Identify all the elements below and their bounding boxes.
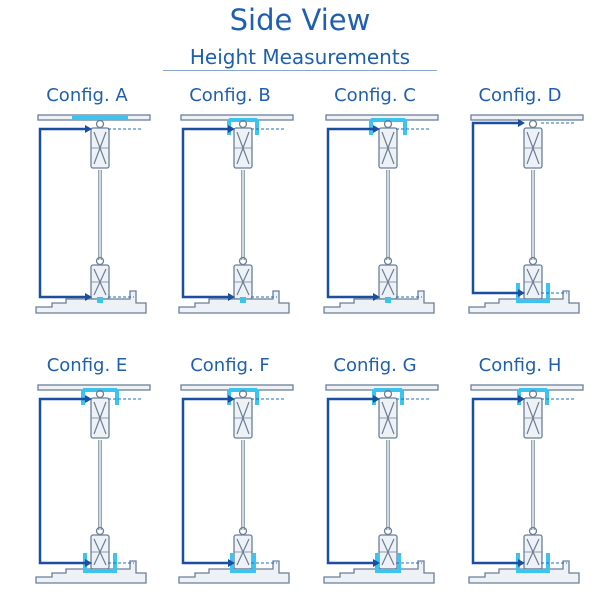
- height-measure-line: [38, 397, 88, 565]
- config-diagram: [178, 114, 294, 314]
- height-measure-line: [471, 397, 521, 565]
- top-hanger: [378, 389, 398, 439]
- page-title: Side View: [229, 3, 371, 37]
- arrowhead-bottom: [373, 559, 380, 567]
- config-panel: Config. D: [455, 85, 585, 330]
- config-label: Config. H: [478, 355, 562, 376]
- top-hanger: [233, 389, 253, 439]
- config-panel: Config. C: [310, 85, 440, 330]
- arrowhead-bottom: [228, 293, 235, 301]
- top-hanger: [233, 119, 253, 169]
- config-label: Config. B: [189, 85, 271, 106]
- config-label: Config. G: [333, 355, 417, 376]
- bottom-pin-highlight: [240, 297, 246, 303]
- config-diagram: [468, 114, 584, 314]
- arrowhead-bottom: [228, 559, 235, 567]
- height-measure-line: [326, 127, 376, 299]
- arrowhead-top: [228, 395, 235, 403]
- arrowhead-bottom: [85, 293, 92, 301]
- arrowhead-top: [228, 125, 235, 133]
- arrowhead-top: [85, 125, 92, 133]
- height-measure-line: [38, 127, 88, 299]
- bottom-hanger: [233, 526, 253, 570]
- height-measure-line: [181, 127, 231, 299]
- config-panel: Config. E: [22, 355, 152, 600]
- config-panel: Config. A: [22, 85, 152, 330]
- arrowhead-top: [85, 395, 92, 403]
- ceiling-plate: [470, 114, 584, 121]
- top-hanger: [378, 119, 398, 169]
- config-label: Config. A: [46, 85, 128, 106]
- height-measure-line: [181, 397, 231, 565]
- arrowhead-bottom: [518, 559, 525, 567]
- config-diagram: [323, 114, 439, 314]
- height-measure-line: [326, 397, 376, 565]
- top-hanger: [90, 389, 110, 439]
- page-subtitle: Height Measurements: [189, 45, 411, 69]
- config-label: Config. D: [478, 85, 562, 106]
- bottom-hanger: [378, 526, 398, 570]
- arrowhead-top: [373, 395, 380, 403]
- bottom-hanger: [378, 256, 398, 300]
- arrowhead-top: [373, 125, 380, 133]
- config-label: Config. E: [46, 355, 128, 376]
- top-plate-highlight: [72, 116, 128, 120]
- bottom-hanger: [90, 526, 110, 570]
- config-diagram: [35, 384, 151, 584]
- config-label: Config. C: [334, 85, 416, 106]
- bottom-hanger: [523, 526, 543, 570]
- config-diagram: [468, 384, 584, 584]
- bottom-hanger: [233, 256, 253, 300]
- config-panel: Config. B: [165, 85, 295, 330]
- floor-track: [323, 290, 435, 314]
- bottom-hanger: [90, 256, 110, 300]
- bottom-pin-highlight: [97, 297, 103, 303]
- config-diagram: [35, 114, 151, 314]
- config-panel: Config. H: [455, 355, 585, 600]
- config-panel: Config. F: [165, 355, 295, 600]
- top-hanger: [523, 119, 543, 169]
- arrowhead-top: [518, 395, 525, 403]
- config-label: Config. F: [190, 355, 270, 376]
- height-measure-line: [471, 121, 521, 295]
- floor-track: [35, 290, 147, 314]
- top-hanger: [90, 119, 110, 169]
- top-hanger: [523, 389, 543, 439]
- arrowhead-bottom: [373, 293, 380, 301]
- arrowhead-top: [518, 119, 525, 127]
- subtitle-underline: [163, 70, 437, 71]
- config-diagram: [323, 384, 439, 584]
- bottom-hanger: [523, 256, 543, 300]
- arrowhead-bottom: [85, 559, 92, 567]
- config-panel: Config. G: [310, 355, 440, 600]
- bottom-pin-highlight: [385, 297, 391, 303]
- arrowhead-bottom: [518, 289, 525, 297]
- floor-track: [178, 290, 290, 314]
- config-diagram: [178, 384, 294, 584]
